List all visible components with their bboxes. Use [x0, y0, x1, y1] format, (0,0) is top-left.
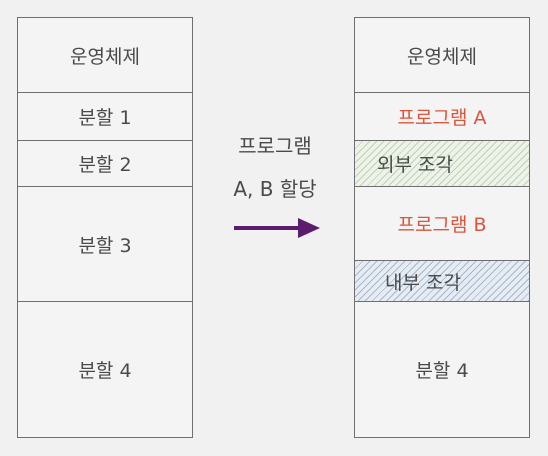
right-program-b: 프로그램 B	[355, 186, 529, 260]
right-partition-4: 분할 4	[355, 301, 529, 437]
left-memory-stack: 운영체제 분할 1 분할 2 분할 3 분할 4	[17, 17, 193, 438]
allocation-label-line1: 프로그램	[238, 134, 312, 158]
left-partition-2: 분할 2	[18, 140, 192, 186]
right-external-fragment: 외부 조각	[355, 140, 529, 186]
left-partition-3: 분할 3	[18, 186, 192, 301]
right-os-cell: 운영체제	[407, 45, 477, 68]
right-program-a: 프로그램 A	[355, 92, 529, 140]
right-internal-fragment: 내부 조각	[355, 260, 529, 301]
left-os-cell: 운영체제	[70, 45, 140, 68]
allocation-label-line2: A, B 할당	[233, 177, 317, 201]
left-partition-4: 분할 4	[18, 301, 192, 437]
right-arrow-icon	[234, 218, 320, 238]
right-memory-stack: 운영체제 프로그램 A 외부 조각 프로그램 B 내부 조각 분할 4	[354, 17, 530, 438]
left-partition-1: 분할 1	[18, 92, 192, 140]
